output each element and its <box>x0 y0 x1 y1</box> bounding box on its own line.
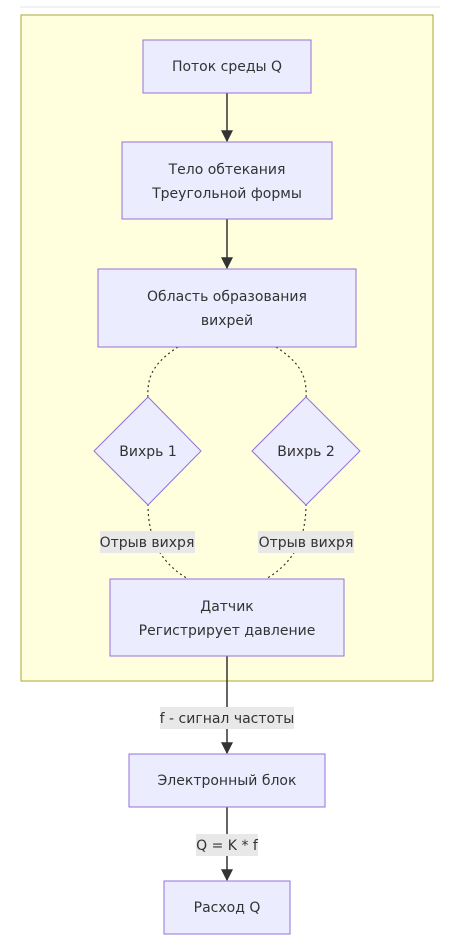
edge-label-detach2: Отрыв вихря <box>258 531 354 553</box>
node-vortex1: Вихрь 1 <box>93 396 202 506</box>
node-vortex2-label: Вихрь 2 <box>277 444 334 460</box>
node-sensor-label-line2: Регистрирует давление <box>139 623 316 639</box>
node-electronics: Электронный блок <box>128 753 326 808</box>
node-flow-label: Поток среды Q <box>172 59 282 75</box>
node-vortex-area-label-line2: вихрей <box>201 313 253 329</box>
edge-label-detach2-text: Отрыв вихря <box>259 535 354 551</box>
edge-vortex1-to-sensor <box>147 503 189 580</box>
edge-label-signal-text: f - сигнал частоты <box>160 711 295 727</box>
node-body-label-line1: Тело обтекания <box>168 162 286 178</box>
edge-label-detach1: Отрыв вихря <box>100 531 195 553</box>
node-electronics-label: Электронный блок <box>158 773 297 789</box>
node-body-label-line2: Треугольной формы <box>151 186 302 202</box>
edge-label-signal: f - сигнал частоты <box>160 707 295 729</box>
node-flow: Поток среды Q <box>142 39 312 94</box>
edge-label-formula: Q = K * f <box>196 834 259 856</box>
node-vortex2: Вихрь 2 <box>251 396 361 506</box>
edge-area-to-vortex2 <box>275 346 307 401</box>
node-result-label: Расход Q <box>194 900 261 916</box>
edge-area-to-vortex1 <box>147 346 179 401</box>
node-body: Тело обтекания Треугольной формы <box>121 141 333 220</box>
node-vortex1-label: Вихрь 1 <box>119 444 176 460</box>
edge-vortex2-to-sensor <box>265 503 307 580</box>
node-vortex-area-label-line1: Область образования <box>147 289 307 305</box>
node-vortex-area: Область образования вихрей <box>97 268 357 348</box>
node-sensor: Датчик Регистрирует давление <box>109 578 345 657</box>
edge-label-formula-text: Q = K * f <box>196 838 259 854</box>
node-sensor-label-line1: Датчик <box>200 599 254 615</box>
node-result: Расход Q <box>163 880 291 935</box>
edge-label-detach1-text: Отрыв вихря <box>100 535 195 551</box>
